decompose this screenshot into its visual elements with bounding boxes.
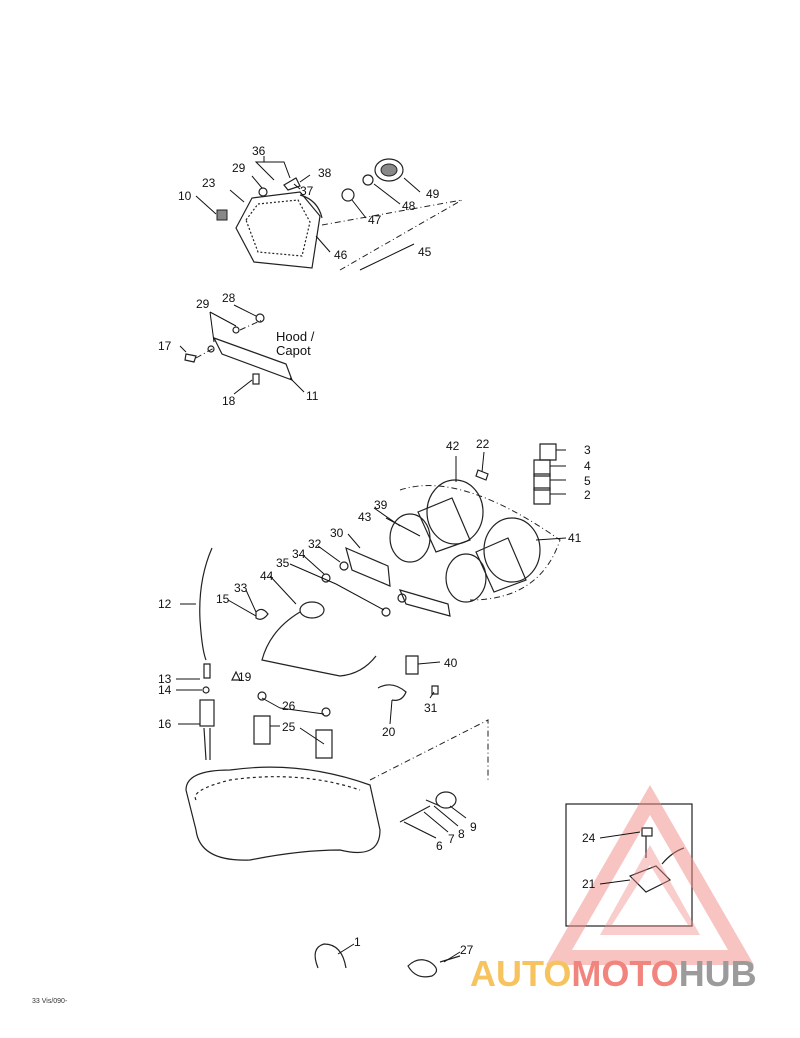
watermark-triangle [546,785,754,965]
callout-27: 27 [460,943,474,957]
callout-21: 21 [582,877,596,891]
callout-30: 30 [330,526,344,540]
callout-4: 4 [584,459,591,473]
callout-15: 15 [216,592,230,606]
callout-39: 39 [374,498,388,512]
inset-box [565,803,693,927]
callout-labels: 36 29 38 37 23 10 49 48 47 46 45 28 29 H… [32,144,596,1005]
callout-49: 49 [426,187,440,201]
callout-20: 20 [382,725,396,739]
hood-label-line2: Capot [276,343,311,358]
callout-1: 1 [354,935,361,949]
callout-48: 48 [402,199,416,213]
callout-43: 43 [358,510,372,524]
callout-24: 24 [582,831,596,845]
callout-37: 37 [300,184,314,198]
callout-17: 17 [158,339,172,353]
callout-7: 7 [448,832,455,846]
callout-33: 33 [234,581,248,595]
callout-9: 9 [470,820,477,834]
callout-16: 16 [158,717,172,731]
callout-13: 13 [158,672,172,686]
callout-44: 44 [260,569,274,583]
callout-40: 40 [444,656,458,670]
callout-42: 42 [446,439,460,453]
callout-3: 3 [584,443,591,457]
drawing-code: 33 Vis/090- [32,998,68,1005]
gauge-assembly [321,443,561,617]
callout-8: 8 [458,827,465,841]
callout-14: 14 [158,683,172,697]
clamps [314,943,461,978]
lower-body [185,719,489,861]
watermark: AUTOMOTOHUB [470,785,757,994]
watermark-text: AUTOMOTOHUB [470,953,757,994]
callout-10: 10 [178,189,192,203]
leader-lines [176,156,641,963]
callout-35: 35 [276,556,290,570]
callout-36: 36 [252,144,266,158]
callout-6: 6 [436,839,443,853]
callout-18: 18 [222,394,236,408]
callout-31: 31 [424,701,438,715]
callout-25: 25 [282,720,296,734]
callout-46: 46 [334,248,348,262]
wiring-assembly [199,547,439,761]
hood-label-line1: Hood / [276,329,315,344]
watermark-moto: MOTO [571,953,678,994]
callout-34: 34 [292,547,306,561]
callout-19: 19 [238,670,252,684]
callout-26: 26 [282,699,296,713]
watermark-auto: AUTO [470,953,571,994]
callout-28: 28 [222,291,236,305]
callout-2: 2 [584,488,591,502]
callout-23: 23 [202,176,216,190]
headlamp-assembly [216,158,463,271]
callout-41: 41 [568,531,582,545]
callout-12: 12 [158,597,172,611]
callout-29-bracket: 29 [196,297,210,311]
callout-38: 38 [318,166,332,180]
callout-5: 5 [584,474,591,488]
callout-32: 32 [308,537,322,551]
callout-29-headlamp: 29 [232,161,246,175]
watermark-hub: HUB [679,953,757,994]
callout-11: 11 [306,389,319,403]
callout-47: 47 [368,213,382,227]
callout-22: 22 [476,437,490,451]
callout-45: 45 [418,245,432,259]
